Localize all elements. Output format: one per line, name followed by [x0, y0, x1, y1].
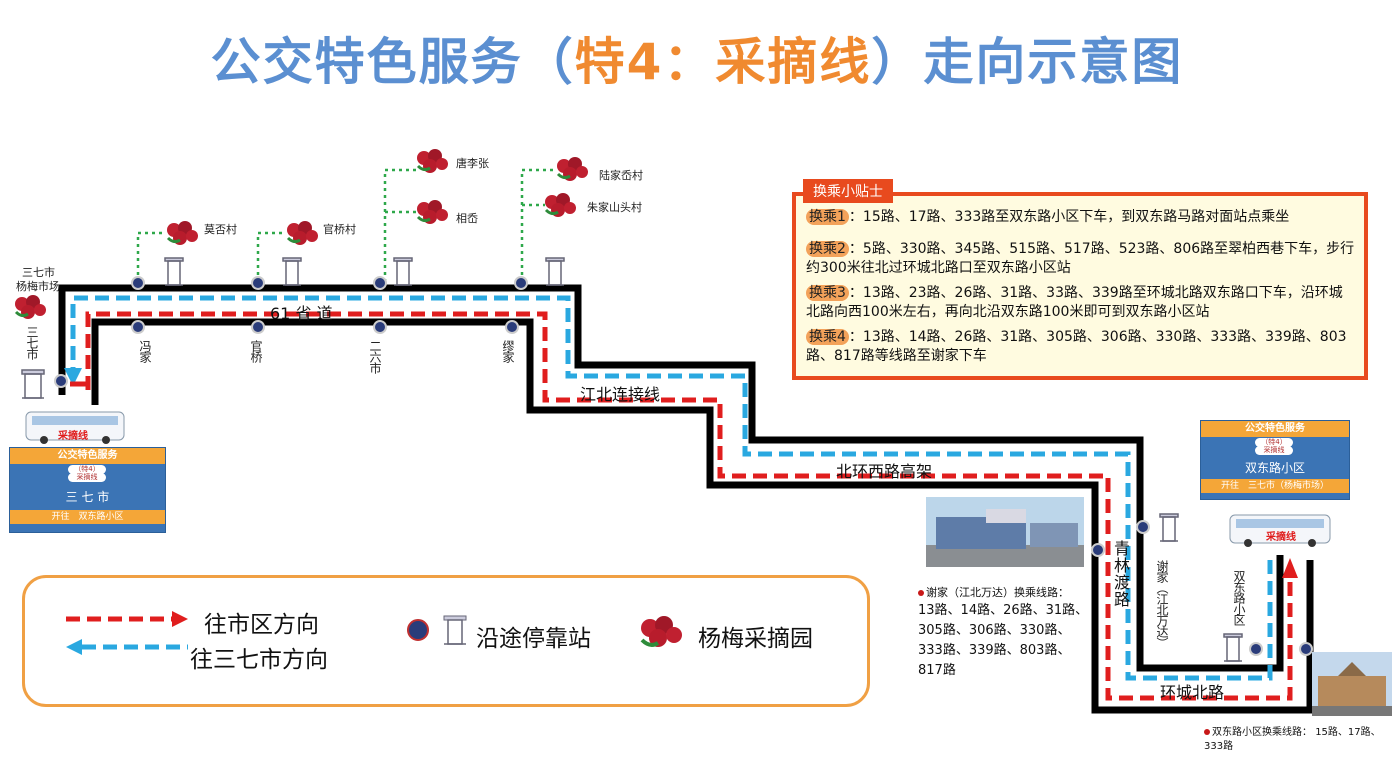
page-title: 公交特色服务（特4：采摘线）走向示意图 [0, 22, 1394, 94]
tip-3: 换乘3：13路、23路、26路、31路、33路、339路至环城北路双东路口下车，… [806, 284, 1356, 322]
stop-guanqiao: 官桥 [249, 340, 263, 362]
bus-left-label: 采摘线 [58, 431, 88, 442]
bus-right [1229, 514, 1331, 547]
tip-2-badge: 换乘2 [806, 241, 849, 257]
tip-1-text: ：15路、17路、333路至双东路小区下车，到双东路马路对面站点乘坐 [848, 209, 1290, 225]
sign-right: 公交特色服务 （特4） 采摘线 双东路小区 开往 三七市（杨梅市场） [1200, 420, 1350, 500]
xiejia-transfer-lines: 13路、14路、26路、31路、305路、306路、330路、333路、339路… [918, 603, 1089, 678]
road-s61: 61 省 道 [270, 304, 333, 323]
bus-right-label: 采摘线 [1266, 532, 1296, 543]
shuangdong-transfer: 双东路小区换乘线路： 15路、17路、333路 [1204, 726, 1384, 754]
terminus-left-vertical: 三七市 [25, 326, 39, 359]
transfer-tips-tab: 换乘小贴士 [803, 179, 893, 203]
orchard-5: 陆家岙村 [599, 169, 643, 182]
stop-shuangdong: 双东路小区 [1232, 570, 1246, 625]
tip-3-badge: 换乘3 [806, 285, 849, 301]
title-part1: 公交特色服务（ [210, 33, 575, 91]
orchard-2: 官桥村 [323, 223, 356, 236]
orchard-1: 莫否村 [204, 223, 237, 236]
legend-box [22, 575, 870, 707]
sign-right-pill2: 采摘线 [1255, 446, 1293, 455]
bullet-icon [918, 590, 924, 596]
route-to-qiqi [70, 295, 1273, 681]
photo-shuangdong [1312, 652, 1392, 716]
orchard-connectors [136, 168, 555, 282]
tip-4-badge: 换乘4 [806, 329, 849, 345]
sign-right-header: 公交特色服务 [1201, 421, 1349, 437]
orchard-6: 朱家山头村 [587, 201, 642, 214]
tip-1: 换乘1：15路、17路、333路至双东路小区下车，到双东路马路对面站点乘坐 [806, 208, 1356, 227]
terminus-left-top: 三七市 [22, 266, 55, 279]
sign-left-name: 三 七 市 [65, 490, 110, 504]
transfer-tips-box [792, 192, 1368, 380]
road-outer [58, 284, 1284, 672]
sign-right-name: 双东路小区 [1244, 461, 1305, 475]
stop-miaojia: 缪家 [501, 340, 515, 362]
road-qinglin: 青林渡路 [1111, 540, 1130, 608]
shuangdong-transfer-lines: 15路、17路、333路 [1204, 727, 1381, 752]
bullet-icon [1204, 729, 1210, 735]
route-to-city [85, 311, 1293, 701]
orchard-4: 相岙 [456, 212, 478, 225]
shuangdong-transfer-title: 双东路小区换乘线路： [1212, 727, 1312, 738]
xiejia-transfer: 谢家（江北万达）换乘线路： 13路、14路、26路、31路、305路、306路、… [918, 585, 1090, 681]
legend-to-city: 往市区方向 [204, 612, 319, 638]
sign-left-pill2: 采摘线 [68, 473, 106, 482]
terminus-left-sub: 杨梅市场 [16, 280, 60, 293]
legend-orchard: 杨梅采摘园 [698, 626, 813, 652]
sign-left-header: 公交特色服务 [10, 448, 165, 464]
tip-1-badge: 换乘1 [806, 209, 849, 225]
legend-to-qiqi: 往三七市方向 [190, 647, 328, 673]
stop-fengjia: 冯家 [138, 340, 152, 362]
tip-4-text: ：13路、14路、26路、31路、305路、306路、330路、333路、339… [806, 329, 1347, 364]
tip-3-text: ：13路、23路、26路、31路、33路、339路至环城北路双东路口下车，沿环城… [806, 285, 1343, 320]
xiejia-transfer-title: 谢家（江北万达）换乘线路： [926, 586, 1069, 599]
stop-markers [54, 276, 1313, 656]
sign-left: 公交特色服务 （特4） 采摘线 三 七 市 开往 双东路小区 [9, 447, 166, 533]
road-jiangbei: 江北连接线 [580, 385, 661, 404]
photo-wanda [926, 497, 1084, 567]
shelter-icons [21, 257, 1243, 662]
stop-erliu: 二六市 [368, 340, 382, 373]
legend-lines [66, 611, 188, 655]
sign-right-pill1: （特4） [1255, 438, 1293, 447]
road-inner [91, 318, 1314, 714]
road-huancheng: 环城北路 [1160, 683, 1225, 702]
orchard-3: 唐李张 [456, 157, 489, 170]
legend-orchard-icon [640, 616, 682, 647]
orchard-icons [14, 149, 588, 319]
tip-2: 换乘2：5路、330路、345路、515路、517路、523路、806路至翠柏西… [806, 240, 1356, 278]
legend-stop-icons [407, 615, 467, 645]
title-part3: ）走向示意图 [871, 33, 1184, 91]
sign-left-pill1: （特4） [68, 465, 106, 474]
arrow-to-qiqi [64, 368, 82, 386]
sign-left-foot: 开往 双东路小区 [10, 510, 165, 524]
title-part2: 特4：采摘线 [574, 33, 872, 91]
tip-4: 换乘4：13路、14路、26路、31路、305路、306路、330路、333路、… [806, 328, 1356, 366]
arrow-to-city [1282, 558, 1298, 578]
legend-stop: 沿途停靠站 [476, 626, 591, 652]
sign-right-foot: 开往 三七市（杨梅市场） [1201, 479, 1349, 493]
tip-2-text: ：5路、330路、345路、515路、517路、523路、806路至翠柏西巷下车… [806, 241, 1355, 276]
bus-left [25, 411, 125, 444]
road-beihuan: 北环西路高架 [836, 462, 933, 481]
stop-xiejia: 谢家（江北万达） [1155, 560, 1169, 648]
